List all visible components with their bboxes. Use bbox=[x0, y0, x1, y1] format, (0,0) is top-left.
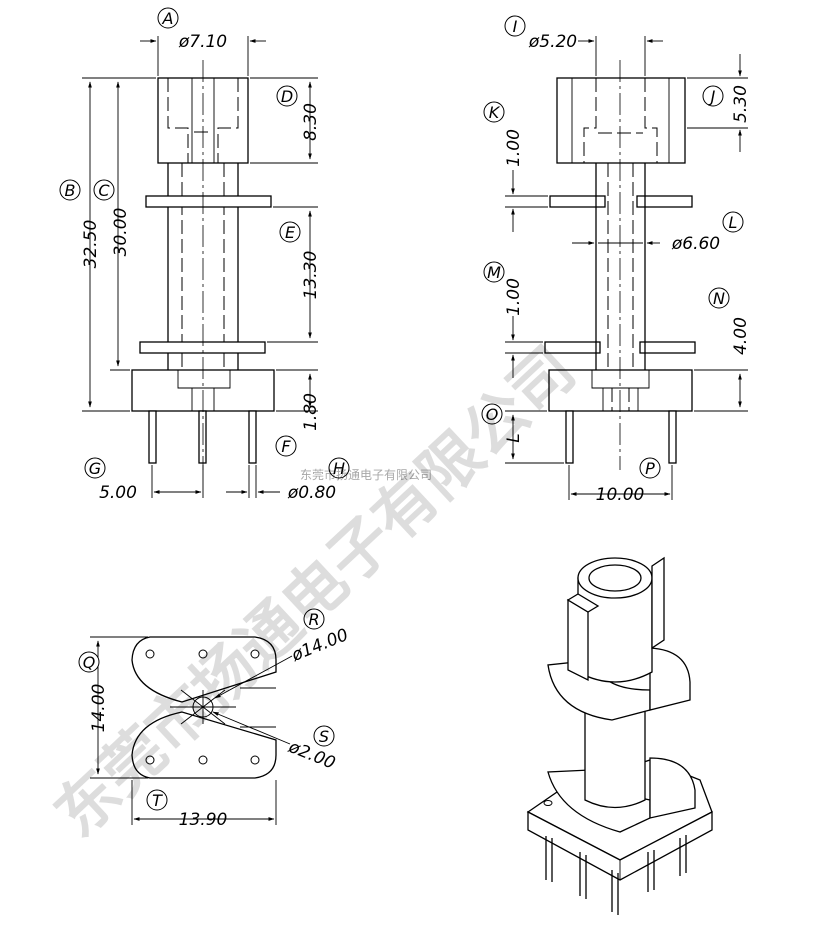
dim-n: 4.00 bbox=[731, 317, 751, 355]
side-view bbox=[544, 60, 696, 470]
dim-h: ø0.80 bbox=[287, 483, 336, 503]
side-pin-left bbox=[565, 410, 574, 464]
dim-g: 5.00 bbox=[99, 483, 137, 503]
dim-o: L bbox=[504, 433, 524, 442]
label-h: H bbox=[333, 459, 345, 478]
label-r: R bbox=[308, 610, 319, 629]
front-pin-left bbox=[148, 410, 157, 464]
dim-i: ø5.20 bbox=[528, 32, 577, 52]
side-pin-right bbox=[668, 410, 677, 464]
label-o: O bbox=[486, 405, 499, 424]
label-b: B bbox=[65, 181, 76, 200]
top-lower-lobe bbox=[131, 711, 277, 779]
side-top-cylinder bbox=[556, 77, 686, 164]
side-base bbox=[548, 369, 693, 412]
label-n: N bbox=[713, 289, 725, 308]
dim-k: 1.00 bbox=[504, 129, 524, 167]
label-f: F bbox=[281, 437, 291, 456]
front-upper-flange bbox=[145, 195, 272, 208]
top-view bbox=[131, 636, 277, 779]
label-m: M bbox=[487, 263, 501, 282]
front-dimensions: A ø7.10 B 32.50 C 30.00 D 8.30 E 13.30 bbox=[59, 7, 350, 503]
dim-a: ø7.10 bbox=[178, 32, 227, 52]
dim-f: 1.80 bbox=[301, 393, 321, 431]
dim-m: 1.00 bbox=[504, 278, 524, 316]
dim-l: ø6.60 bbox=[671, 234, 720, 254]
dim-d: 8.30 bbox=[301, 103, 321, 141]
label-p: P bbox=[645, 459, 655, 478]
isometric-view bbox=[526, 556, 713, 915]
dim-c: 30.00 bbox=[111, 208, 131, 257]
dim-p: 10.00 bbox=[596, 485, 645, 505]
label-s: S bbox=[319, 727, 329, 746]
label-a: A bbox=[162, 9, 174, 28]
label-j: J bbox=[708, 87, 716, 106]
front-pin-center bbox=[198, 410, 207, 464]
iso-tab-left bbox=[567, 598, 589, 682]
watermark-small: 东莞市扬通电子有限公司 bbox=[300, 467, 432, 482]
label-c: C bbox=[98, 181, 110, 200]
label-e: E bbox=[285, 223, 296, 242]
iso-tab-right bbox=[651, 556, 665, 650]
label-i: I bbox=[513, 17, 518, 36]
label-d: D bbox=[281, 87, 293, 106]
side-lower-flange-right bbox=[639, 341, 696, 354]
label-k: K bbox=[489, 103, 501, 122]
top-dimensions: Q 14.00 R ø14.00 S ø2.00 T 13.90 bbox=[78, 608, 351, 830]
iso-shaft bbox=[584, 694, 646, 809]
front-view bbox=[131, 60, 275, 470]
label-l: L bbox=[729, 213, 738, 232]
top-upper-lobe bbox=[131, 636, 277, 703]
side-upper-flange-right bbox=[636, 195, 693, 208]
side-upper-flange-left bbox=[549, 195, 606, 208]
dim-b: 32.50 bbox=[81, 220, 101, 269]
dim-j: 5.30 bbox=[731, 85, 751, 123]
label-g: G bbox=[89, 459, 101, 478]
front-pin-right bbox=[248, 410, 257, 464]
label-t: T bbox=[152, 791, 163, 810]
dim-t: 13.90 bbox=[179, 810, 228, 830]
side-lower-flange-left bbox=[544, 341, 601, 354]
side-dimensions: I ø5.20 J 5.30 K 1.00 L ø6.60 M 1.00 bbox=[481, 15, 751, 505]
label-q: Q bbox=[83, 653, 96, 672]
dim-e: 13.30 bbox=[301, 251, 321, 300]
dim-q: 14.00 bbox=[89, 684, 109, 733]
front-lower-flange bbox=[139, 341, 266, 354]
